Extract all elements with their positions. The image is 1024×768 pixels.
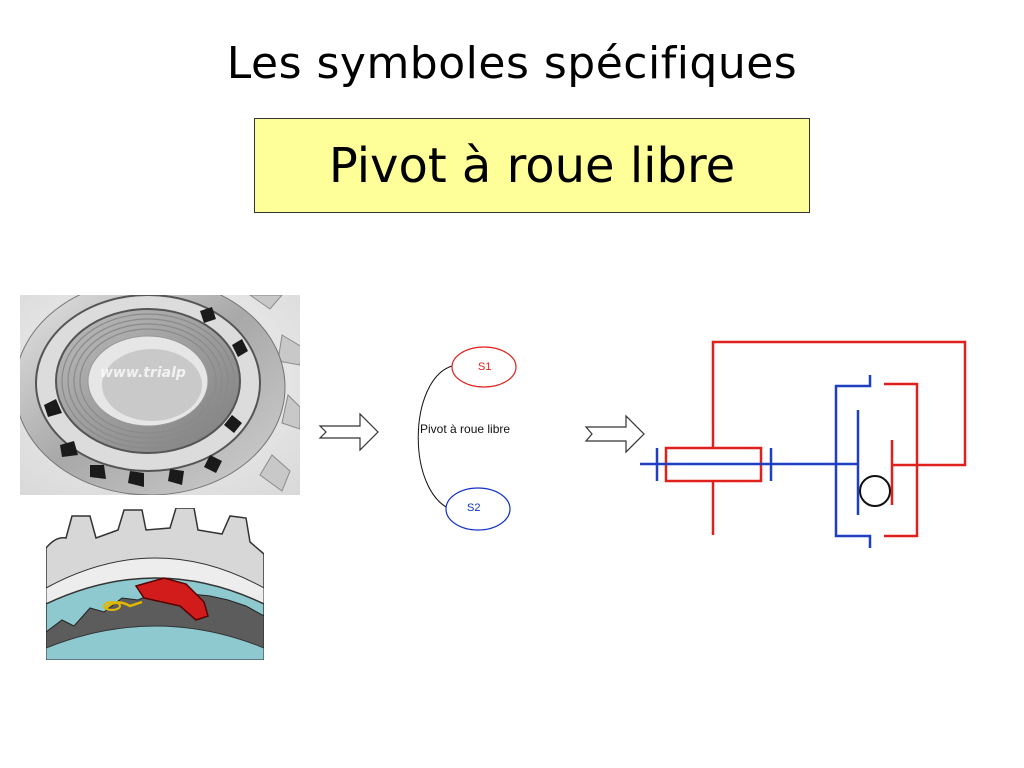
slide-title: Les symboles spécifiques — [226, 38, 798, 89]
highlight-box: Pivot à roue libre — [254, 118, 810, 213]
graph-link-label: Pivot à roue libre — [420, 422, 510, 436]
symbol-solid-red — [664, 340, 967, 538]
graph-node-s1-label: S1 — [478, 361, 491, 373]
roller-circle — [859, 475, 891, 507]
arrow-right-icon-2 — [584, 414, 645, 454]
photo-watermark: www.trialp — [100, 365, 186, 381]
freewheel-photo: www.trialp — [20, 295, 300, 495]
graph-node-s2-label: S2 — [467, 502, 480, 514]
arrow-right-icon — [318, 412, 379, 452]
graph-node-s1 — [451, 346, 517, 388]
graph-node-s2 — [445, 487, 511, 531]
graph-link-arc — [417, 365, 453, 511]
pawl-illustration — [46, 508, 264, 660]
symbol-solid-blue — [640, 375, 872, 548]
